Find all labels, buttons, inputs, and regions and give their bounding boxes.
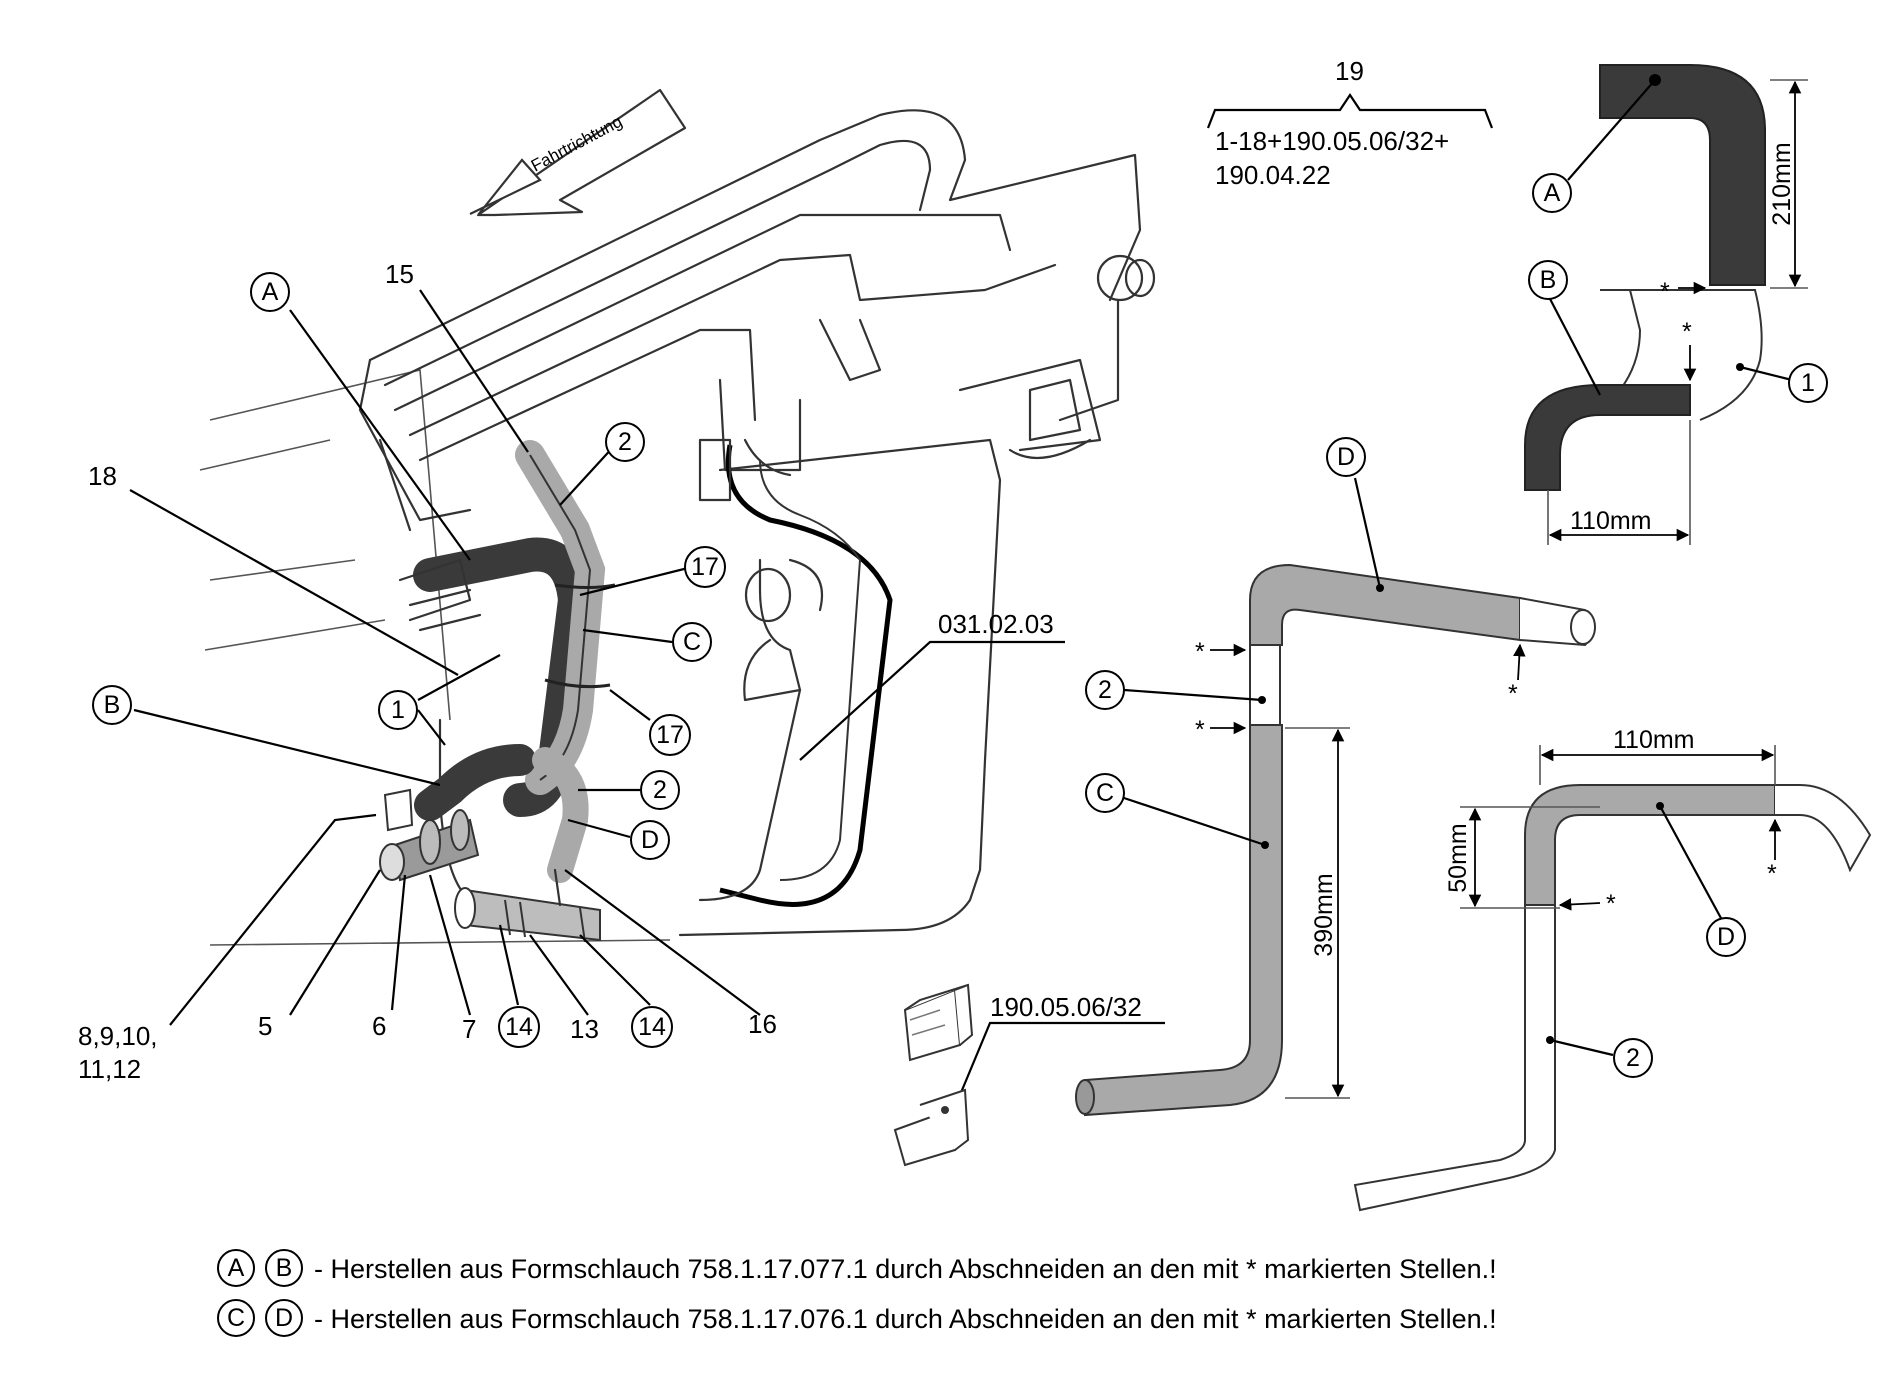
label-2-lower: 2	[653, 776, 667, 804]
detail-label-1: 1	[1801, 369, 1815, 397]
cut-mark-b: *	[1682, 318, 1692, 346]
detail-label-B: B	[1540, 266, 1557, 294]
drive-direction-arrow: Fahrtrichtung	[469, 88, 687, 217]
engine-assembly-drawing: Fahrtrichtung	[199, 88, 1156, 946]
label-D: D	[641, 826, 659, 854]
dim-d-height: 50mm	[1444, 823, 1472, 892]
label-14-left: 14	[505, 1013, 533, 1041]
kit-line-2: 190.04.22	[1215, 160, 1331, 190]
label-8-12-line2: 11,12	[78, 1054, 141, 1084]
label-B: B	[104, 691, 121, 719]
footnote-cd-text: - Herstellen aus Formschlauch 758.1.17.0…	[314, 1304, 1497, 1334]
label-19: 19	[1335, 56, 1364, 86]
label-13: 13	[570, 1014, 599, 1044]
kit-19: 19 1-18+190.05.06/32+ 190.04.22	[1206, 56, 1494, 190]
label-5: 5	[258, 1011, 272, 1041]
label-1: 1	[391, 696, 405, 724]
detail-hose-CD-2: D 2 110mm 50mm * *	[1353, 726, 1872, 1212]
cut-mark-c1: *	[1195, 638, 1205, 666]
label-14-right: 14	[638, 1013, 666, 1041]
detail-label-2-mid: 2	[1098, 676, 1112, 704]
footnote-ab: A B - Herstellen aus Formschlauch 758.1.…	[217, 1249, 1497, 1287]
dim-a-height: 210mm	[1768, 142, 1796, 225]
footnote-cd-circle-C: C	[227, 1304, 245, 1332]
cut-mark-a: *	[1660, 278, 1670, 306]
footnote-cd-circle-D: D	[275, 1304, 293, 1332]
cut-mark-d3: *	[1767, 860, 1777, 888]
label-17-bottom: 17	[656, 721, 684, 749]
detail-label-D-top: D	[1337, 443, 1355, 471]
kit-line-1: 1-18+190.05.06/32+	[1215, 126, 1449, 156]
dim-c-length: 390mm	[1310, 873, 1338, 956]
detail-hose-AB: A B 1 210mm 110mm * *	[1524, 64, 1828, 545]
dim-b-width: 110mm	[1570, 507, 1652, 535]
footnote-ab-circle-A: A	[228, 1254, 245, 1282]
label-18: 18	[88, 461, 117, 491]
cut-mark-d2: *	[1606, 890, 1616, 918]
label-7: 7	[462, 1014, 476, 1044]
label-16: 16	[748, 1009, 777, 1039]
detail-label-D-bottom: D	[1717, 923, 1735, 951]
detail-label-C: C	[1096, 779, 1114, 807]
footnote-ab-circle-B: B	[276, 1254, 293, 1282]
detail-label-2-bottom: 2	[1626, 1044, 1640, 1072]
footnote-cd: C D - Herstellen aus Formschlauch 758.1.…	[217, 1299, 1497, 1337]
label-190-05-06: 190.05.06/32	[990, 992, 1142, 1022]
detail-label-A: A	[1544, 179, 1561, 207]
footnote-ab-text: - Herstellen aus Formschlauch 758.1.17.0…	[314, 1254, 1497, 1284]
label-031: 031.02.03	[938, 609, 1054, 639]
cut-mark-d1: *	[1508, 680, 1518, 708]
label-6: 6	[372, 1011, 386, 1041]
relay-190-05-06: 190.05.06/32	[893, 983, 1142, 1167]
label-2-top: 2	[618, 428, 632, 456]
label-C: C	[683, 628, 701, 656]
label-A: A	[262, 278, 279, 306]
label-15: 15	[385, 259, 414, 289]
label-17-top: 17	[691, 553, 719, 581]
cut-mark-c2: *	[1195, 716, 1205, 744]
leader-lines	[129, 289, 1165, 1096]
dim-d-width: 110mm	[1613, 726, 1695, 754]
label-8-12-line1: 8,9,10,	[78, 1021, 158, 1051]
part-labels: A 15 18 2 17 C 031.02.03 17 1 B 2 D 8,9,…	[78, 259, 1054, 1084]
detail-hose-CD-1: D 2 C 390mm * * *	[1075, 437, 1596, 1117]
